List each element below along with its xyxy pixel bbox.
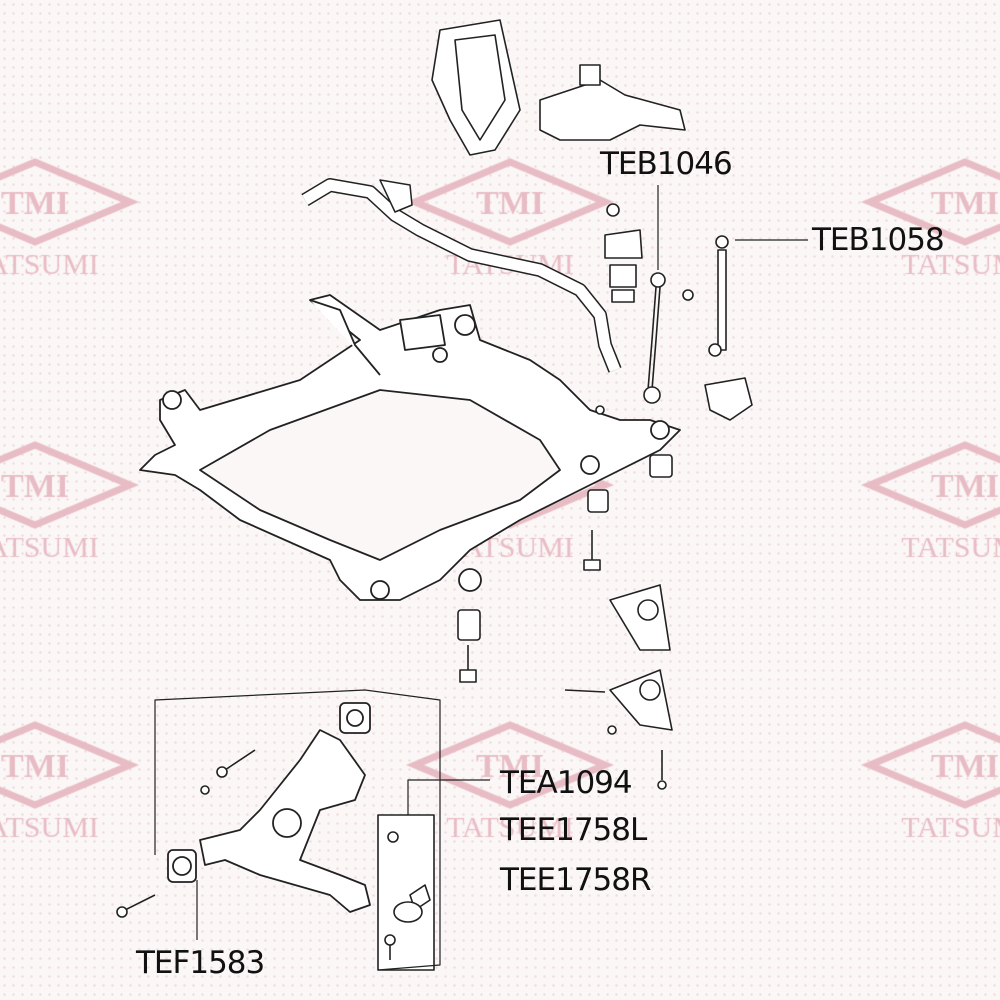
label-tef1583: TEF1583 xyxy=(136,945,265,981)
control-arm-bolts xyxy=(116,749,256,918)
front-subframe xyxy=(139,294,681,601)
label-tee1758l: TEE1758L xyxy=(500,812,647,848)
stabilizer-bushing xyxy=(604,203,643,303)
label-teb1046: TEB1046 xyxy=(600,146,733,182)
subframe-bracket xyxy=(564,584,673,790)
stabilizer-link-teb1046 xyxy=(643,272,694,404)
label-tea1094: TEA1094 xyxy=(500,765,633,801)
stabilizer-bar xyxy=(301,178,622,373)
engine-mount-bracket xyxy=(431,19,686,156)
lower-control-arm xyxy=(167,702,371,913)
stabilizer-link-teb1058 xyxy=(704,235,753,421)
label-tee1758r: TEE1758R xyxy=(500,862,652,898)
label-teb1058: TEB1058 xyxy=(812,222,945,258)
leader-lines xyxy=(154,185,808,971)
subframe-mount-hardware xyxy=(457,405,673,683)
ball-joint-group xyxy=(377,814,435,971)
